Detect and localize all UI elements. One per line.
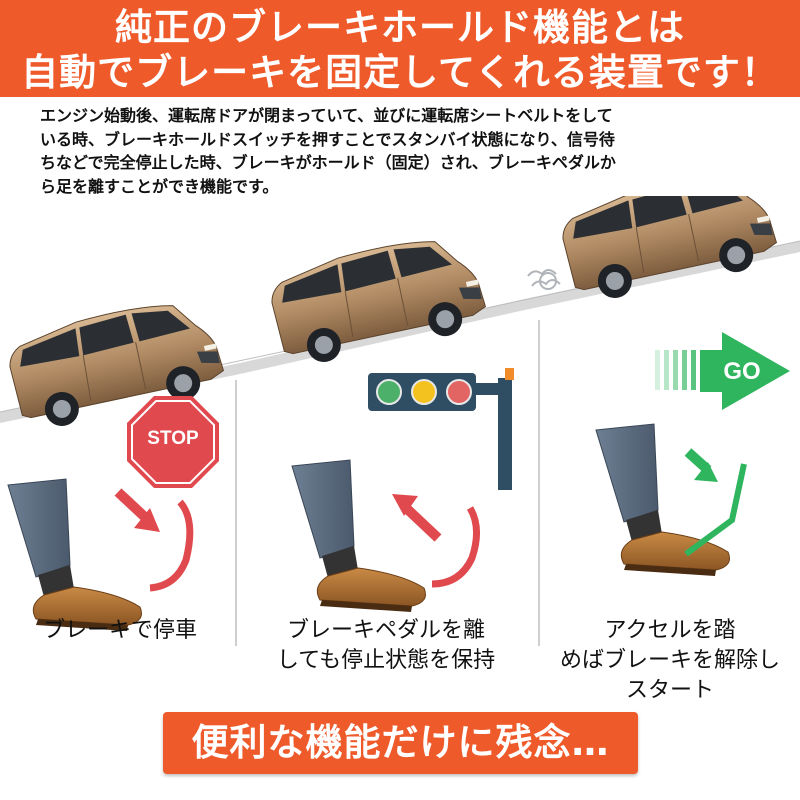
car-holding [264,228,491,371]
description-line: エンジン始動後、運転席ドアが閉まっていて、並びに運転席シートベルトをして [40,106,613,125]
stop-sign-icon [127,396,219,488]
header-title-line2: 自動でブレーキを固定してくれる装置です！ [21,51,779,94]
step-caption-start: アクセルを踏 めばブレーキを解除し スタート [548,616,792,706]
description-line: ら足を離すことができ機能です。 [40,176,279,196]
caption-line: しても停止状態を保持 [276,648,496,673]
exhaust-icon [527,269,561,290]
stop-sign-label: STOP [147,428,199,449]
go-arrow-icon [655,332,790,410]
foot-released-icon [291,459,426,613]
header-title-line1: 純正のブレーキホールド機能とは [115,6,685,49]
caption-line: ブレーキペダルを離 [286,618,485,643]
description-line: いる時、ブレーキホールドスイッチを押すことでスタンバイ状態になり、信号待 [40,129,615,149]
caption-line: めばブレーキを解除し [559,648,780,673]
press-arrow-icon [114,488,152,524]
footer-banner [163,712,638,774]
footer-text: 便利な機能だけに残念… [191,721,610,764]
traffic-light-icon [368,368,514,490]
step-caption-stop: ブレーキで停車 [20,616,220,646]
foot-accelerating-icon [595,423,730,577]
header-banner: 純正のブレーキホールド機能とは 自動でブレーキを固定してくれる装置です！ [0,0,800,97]
description-text: エンジン始動後、運転席ドアが閉まっていて、並びに運転席シートベルトをして いる時… [40,104,770,198]
brake-pedal-icon [149,499,194,592]
caption-line: ブレーキで停車 [42,618,197,643]
brake-pedal-icon [431,506,480,588]
release-arrow-icon [400,502,442,542]
accelerator-pedal-icon [684,463,747,557]
illustration [0,196,800,646]
go-sign-label: GO [723,358,761,385]
description-line: ちなどで完全停止した時、ブレーキがホールド（固定）され、ブレーキペダルか [40,153,616,172]
caption-line: アクセルを踏 [604,618,736,643]
step-caption-hold: ブレーキペダルを離 しても停止状態を保持 [250,616,522,676]
caption-line: スタート [625,678,714,703]
